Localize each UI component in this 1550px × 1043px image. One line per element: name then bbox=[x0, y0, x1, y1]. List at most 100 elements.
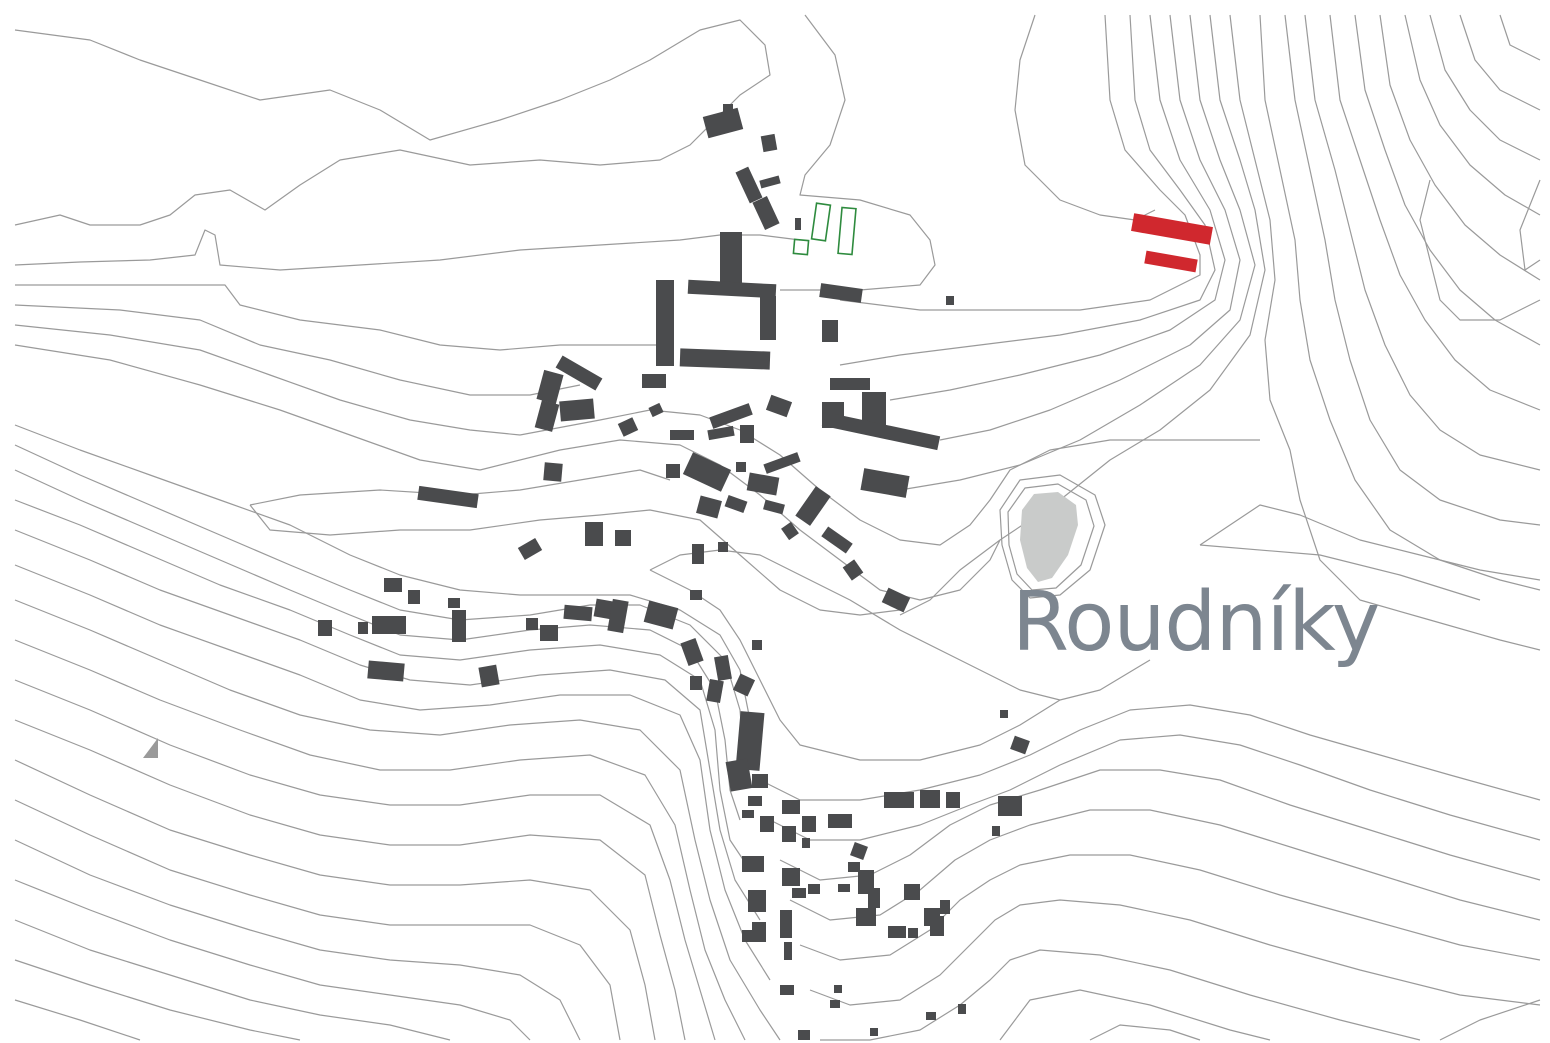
contour-line bbox=[899, 14, 1256, 491]
building bbox=[732, 673, 756, 697]
highlighted-building bbox=[1131, 213, 1213, 245]
contour-line bbox=[759, 704, 1541, 801]
building bbox=[740, 425, 754, 443]
building bbox=[720, 232, 742, 292]
contour-line bbox=[889, 14, 1226, 401]
building bbox=[888, 926, 906, 938]
building bbox=[784, 942, 792, 960]
pond-shape bbox=[1020, 492, 1078, 582]
contour-line bbox=[14, 839, 581, 1041]
contour-line bbox=[1259, 14, 1541, 591]
contour-line bbox=[14, 324, 521, 436]
building bbox=[748, 796, 762, 806]
proposed-building-outline bbox=[837, 206, 857, 256]
contour-line bbox=[779, 769, 1541, 881]
contour-line bbox=[14, 879, 531, 1041]
contour-line bbox=[999, 474, 1106, 599]
building bbox=[780, 910, 792, 938]
contour-line bbox=[1284, 14, 1541, 526]
building bbox=[752, 196, 780, 230]
building bbox=[763, 452, 801, 474]
building bbox=[763, 499, 785, 515]
contour-line bbox=[1014, 14, 1156, 221]
highlighted-buildings bbox=[1131, 213, 1213, 273]
building bbox=[372, 616, 406, 634]
building bbox=[714, 654, 732, 682]
contour-line bbox=[1199, 504, 1541, 581]
contour-line bbox=[799, 854, 1541, 961]
building bbox=[1000, 710, 1008, 718]
contour-line bbox=[1499, 14, 1541, 61]
building bbox=[958, 1004, 966, 1014]
building bbox=[670, 430, 694, 440]
contour-line bbox=[1089, 1024, 1201, 1041]
building bbox=[679, 348, 771, 370]
contour-line bbox=[14, 959, 301, 1041]
contour-line bbox=[14, 229, 801, 271]
contour-line bbox=[14, 529, 761, 921]
building bbox=[615, 530, 631, 546]
building bbox=[563, 604, 593, 622]
building bbox=[742, 930, 766, 942]
contour-line bbox=[769, 734, 1541, 841]
building bbox=[736, 462, 746, 472]
building bbox=[802, 838, 810, 848]
building bbox=[417, 485, 479, 509]
building bbox=[656, 280, 674, 366]
contour-line bbox=[14, 919, 451, 1041]
building bbox=[760, 816, 774, 832]
building bbox=[830, 378, 870, 390]
building bbox=[802, 816, 816, 832]
building bbox=[706, 678, 724, 704]
pond bbox=[1020, 492, 1078, 582]
contour-line bbox=[479, 439, 1001, 601]
contour-line bbox=[839, 14, 1201, 311]
contour-line bbox=[14, 564, 771, 981]
highlighted-building bbox=[1144, 250, 1198, 273]
contour-line bbox=[14, 679, 716, 1041]
building bbox=[517, 537, 543, 561]
contour-line bbox=[1229, 14, 1541, 651]
building bbox=[534, 400, 560, 432]
building bbox=[666, 464, 680, 478]
building bbox=[448, 598, 460, 608]
building bbox=[828, 814, 852, 828]
buildings bbox=[318, 104, 1030, 1040]
building bbox=[792, 888, 806, 898]
contour-line bbox=[1379, 14, 1541, 281]
building bbox=[696, 495, 722, 519]
contour-line bbox=[839, 14, 1216, 366]
building bbox=[690, 676, 702, 690]
building bbox=[998, 796, 1022, 816]
building bbox=[926, 1012, 936, 1020]
building bbox=[992, 826, 1000, 836]
building bbox=[318, 620, 332, 636]
contour-line bbox=[1007, 483, 1095, 591]
building bbox=[808, 884, 820, 894]
contour-line bbox=[14, 639, 746, 1041]
contour-line bbox=[820, 949, 1421, 1041]
building bbox=[856, 908, 876, 926]
north-arrow-icon bbox=[143, 738, 158, 758]
contour-line bbox=[14, 499, 751, 871]
contour-line bbox=[14, 719, 686, 1041]
building bbox=[748, 890, 766, 912]
contour-line bbox=[1354, 14, 1541, 346]
building bbox=[822, 320, 838, 342]
building bbox=[868, 888, 880, 908]
building bbox=[834, 985, 842, 993]
building bbox=[682, 452, 732, 492]
building bbox=[358, 622, 368, 634]
building bbox=[819, 283, 863, 303]
contour-line bbox=[1519, 179, 1541, 271]
building bbox=[821, 411, 941, 451]
contour-line bbox=[649, 549, 1151, 701]
contour-line bbox=[1199, 544, 1481, 601]
building bbox=[687, 279, 777, 299]
building bbox=[752, 774, 768, 788]
building bbox=[908, 928, 918, 938]
contour-line bbox=[14, 999, 141, 1041]
building bbox=[1010, 735, 1030, 755]
building bbox=[526, 618, 538, 630]
building bbox=[408, 590, 420, 604]
